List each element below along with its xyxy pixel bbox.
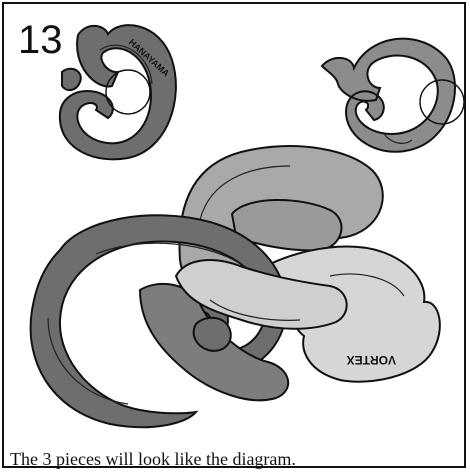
assembled-pieces: VORTEX xyxy=(31,146,440,427)
top-right-piece xyxy=(322,39,464,152)
brand-label: VORTEX xyxy=(347,353,396,367)
highlight-circle xyxy=(106,70,150,114)
top-left-piece: HANAYAMA xyxy=(60,25,176,159)
